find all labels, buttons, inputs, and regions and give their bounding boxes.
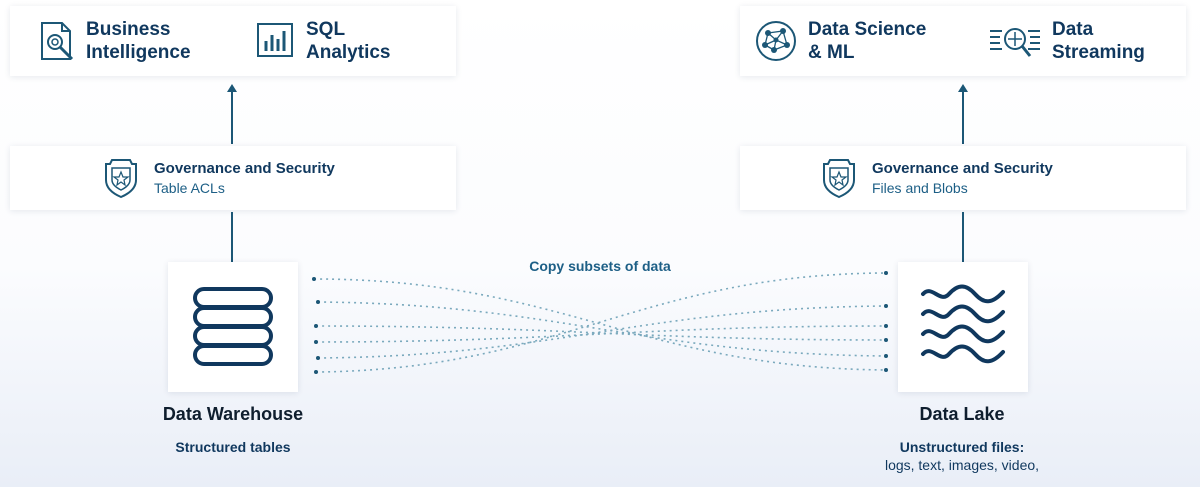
- sql-analytics-tile: SQL Analytics: [256, 6, 390, 76]
- copy-subsets-label: Copy subsets of data: [529, 258, 671, 274]
- data-streaming-tile: Data Streaming: [988, 6, 1145, 76]
- left-lower-connector: [231, 212, 233, 262]
- shield-badge-icon: [820, 156, 858, 200]
- governance-card-right: Governance and Security Files and Blobs: [740, 146, 1186, 210]
- business-intelligence-icon: [38, 20, 76, 62]
- right-up-arrowhead: [958, 84, 968, 92]
- flow-line: [317, 301, 887, 357]
- governance-subtitle-left: Table ACLs: [154, 180, 225, 196]
- flow-line: [317, 305, 887, 359]
- shield-badge-icon: [102, 156, 140, 200]
- flow-endpoint-dot: [314, 370, 318, 374]
- flow-endpoint-dot: [316, 356, 320, 360]
- data-lake-subtitle: Unstructured files:: [899, 439, 1025, 455]
- flow-endpoint-dot: [884, 338, 888, 342]
- governance-title-left: Governance and Security: [154, 160, 335, 177]
- right-lower-connector: [962, 212, 964, 262]
- left-up-arrowhead: [227, 84, 237, 92]
- data-lake-title: Data Lake: [919, 404, 1005, 424]
- flow-endpoint-dot: [884, 271, 888, 275]
- right-upper-connector: [962, 92, 964, 144]
- data-streaming-label: Data Streaming: [1052, 19, 1145, 63]
- data-warehouse-title: Data Warehouse: [162, 404, 304, 424]
- business-intelligence-label: Business Intelligence: [86, 19, 191, 63]
- flow-endpoint-dot: [316, 300, 320, 304]
- governance-title-right: Governance and Security: [872, 160, 1053, 177]
- flow-line: [315, 325, 887, 343]
- sql-analytics-chart-icon: [256, 21, 296, 61]
- flow-endpoint-dot: [314, 340, 318, 344]
- database-icon: [190, 284, 276, 370]
- flow-line: [315, 272, 887, 373]
- ml-streaming-consumers-card: Data Science & ML Data Streaming: [740, 6, 1186, 76]
- flow-endpoint-dot: [884, 368, 888, 372]
- business-intelligence-tile: Business Intelligence: [38, 6, 191, 76]
- data-warehouse-card: [168, 262, 298, 392]
- data-science-tile: Data Science & ML: [754, 6, 926, 76]
- flow-line: [315, 325, 887, 341]
- data-lake-card: [898, 262, 1028, 392]
- governance-card-left: Governance and Security Table ACLs: [10, 146, 456, 210]
- governance-subtitle-right: Files and Blobs: [872, 180, 968, 196]
- flow-endpoint-dot: [884, 354, 888, 358]
- flow-endpoint-dot: [884, 324, 888, 328]
- waves-icon: [918, 282, 1008, 372]
- flow-endpoint-dot: [314, 324, 318, 328]
- data-streaming-icon: [988, 21, 1042, 61]
- data-science-network-icon: [754, 19, 798, 63]
- sql-analytics-label: SQL Analytics: [306, 19, 391, 63]
- data-lake-detail: logs, text, images, video,: [884, 457, 1040, 473]
- flow-line: [313, 278, 887, 371]
- left-upper-connector: [231, 92, 233, 144]
- flow-endpoint-dot: [884, 304, 888, 308]
- flow-endpoint-dot: [312, 277, 316, 281]
- data-warehouse-subtitle: Structured tables: [175, 439, 291, 455]
- data-science-label: Data Science & ML: [808, 19, 927, 63]
- bi-sql-consumers-card: Business Intelligence SQL Analytics: [10, 6, 456, 76]
